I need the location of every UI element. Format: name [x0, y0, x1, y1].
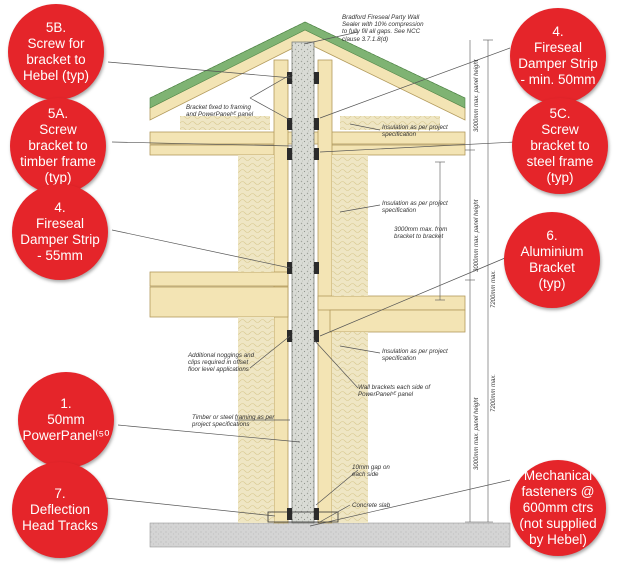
concrete-slab	[149, 522, 511, 548]
note-concrete-slab: Concrete slab	[352, 502, 391, 509]
note-additional-noggings: Additional noggings and clips required i…	[188, 352, 255, 374]
callout-4-damper-strip-min50: 4. Fireseal Damper Strip - min. 50mm	[510, 8, 606, 104]
dim-panel-height-mid: 3000mm max. panel height	[474, 199, 480, 272]
powerpanel	[291, 41, 315, 524]
note-10mm-gap: 10mm gap on each side	[352, 464, 390, 479]
callout-5c-screw-to-steel: 5C. Screw bracket to steel frame (typ)	[512, 98, 608, 194]
right-frame	[317, 59, 466, 524]
note-wall-brackets: Wall brackets each side of PowerPanelˢᴱ …	[358, 384, 431, 399]
dimension-lines	[435, 39, 493, 523]
note-insulation-lower: Insulation as per project specification	[382, 348, 448, 363]
dim-7200-max-upper: 7200mm max.	[491, 269, 497, 308]
callout-5b-screw-to-hebel: 5B. Screw for bracket to Hebel (typ)	[8, 4, 104, 100]
note-max-bracket-spacing: 3000mm max. from bracket to bracket	[394, 226, 448, 241]
callout-4-damper-strip-55: 4. Fireseal Damper Strip - 55mm	[12, 184, 108, 280]
callout-1-powerpanel: 1. 50mm PowerPanel⁽⁵⁰	[18, 372, 114, 468]
callout-5a-screw-to-timber: 5A. Screw bracket to timber frame (typ)	[10, 98, 106, 194]
callout-6-aluminium-bracket: 6. Aluminium Bracket (typ)	[504, 212, 600, 308]
note-framing: Timber or steel framing as per project s…	[192, 414, 275, 429]
note-insulation-roof: Insulation as per project specification	[382, 124, 448, 139]
callout-7-deflection-head-tracks: 7. Deflection Head Tracks	[12, 462, 108, 558]
dim-panel-height-low: 3000mm max. panel height	[474, 397, 480, 470]
dim-panel-height-top: 3000mm max. panel height	[474, 59, 480, 132]
note-insulation-mid: Insulation as per project specification	[382, 200, 448, 215]
callout-mechanical-fasteners: Mechanical fasteners @ 600mm ctrs (not s…	[510, 460, 606, 556]
note-party-wall-sealer: Bradford Fireseal Party Wall Sealer with…	[342, 14, 424, 43]
leader-lines	[105, 31, 516, 527]
note-bracket-fixed: Bracket fixed to framing and PowerPanelˢ…	[186, 104, 254, 119]
dim-7200-max-lower: 7200mm max.	[491, 373, 497, 412]
